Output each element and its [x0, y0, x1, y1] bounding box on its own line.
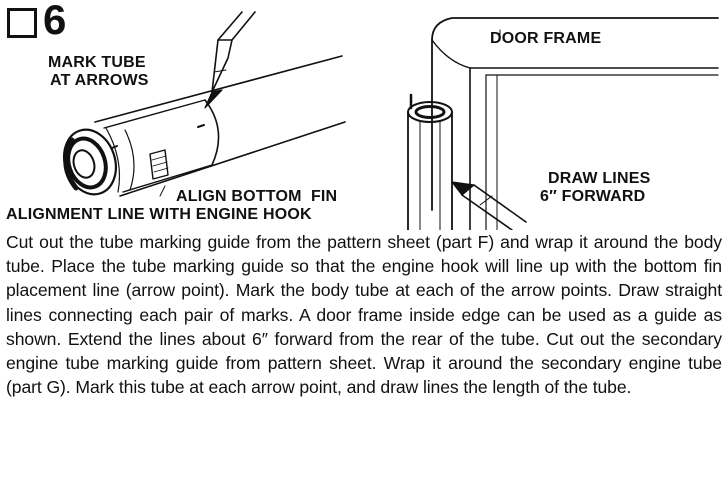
- step-checkbox[interactable]: [7, 8, 37, 38]
- label-draw-lines-line2: 6″ FORWARD: [540, 188, 646, 205]
- label-door-frame-text: DOOR FRAME: [490, 30, 602, 47]
- door-frame-drawing: [407, 17, 719, 230]
- label-draw-lines: DRAW LINES 6″ FORWARD: [540, 170, 650, 206]
- label-mark-tube-line1: MARK TUBE: [48, 54, 146, 71]
- label-draw-lines-line1: DRAW LINES: [548, 170, 651, 187]
- step-number: 6: [43, 0, 67, 43]
- illustration: [63, 11, 719, 230]
- label-align-fin-line2: ALIGNMENT LINE WITH ENGINE HOOK: [6, 206, 312, 223]
- instructions-paragraph: Cut out the tube marking guide from the …: [6, 232, 722, 398]
- label-align-fin: ALIGN BOTTOM FIN ALIGNMENT LINE WITH ENG…: [6, 188, 337, 224]
- label-door-frame: DOOR FRAME: [490, 30, 601, 48]
- body-tube-drawing: [63, 11, 346, 197]
- label-mark-tube-line2: AT ARROWS: [50, 72, 149, 89]
- label-mark-tube: MARK TUBE AT ARROWS: [48, 54, 149, 90]
- label-align-fin-line1: ALIGN BOTTOM FIN: [176, 188, 338, 205]
